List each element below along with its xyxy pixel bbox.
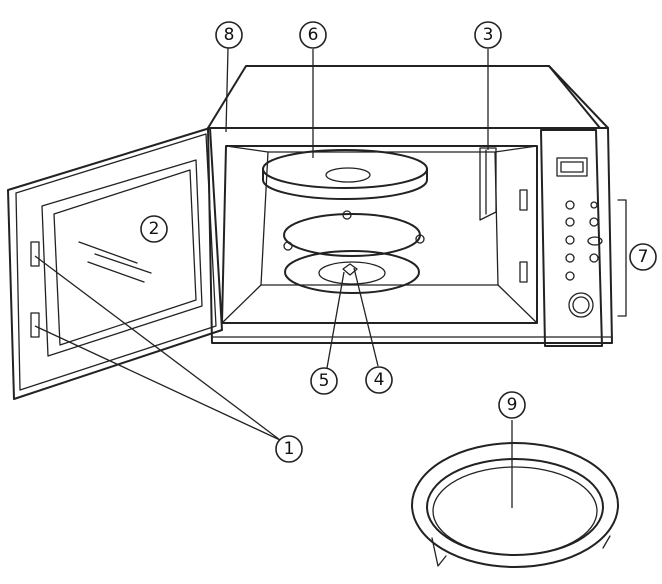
callout-5: 5 — [310, 367, 338, 395]
callout-2: 2 — [140, 215, 168, 243]
roller-track — [284, 250, 420, 294]
callout-6-label: 6 — [308, 25, 319, 45]
callout-7-label: 7 — [638, 247, 649, 267]
callout-3: 3 — [474, 21, 502, 49]
callout-6: 6 — [299, 21, 327, 49]
callout-5-label: 5 — [319, 371, 330, 391]
callout-4-label: 4 — [374, 370, 385, 390]
glass-tray — [262, 149, 428, 200]
waveguide-cover — [479, 147, 497, 221]
control-panel-bracket — [617, 199, 627, 317]
callout-9: 9 — [498, 391, 526, 419]
callout-4: 4 — [365, 366, 393, 394]
control-panel — [540, 129, 603, 347]
callout-1: 1 — [275, 435, 303, 463]
callout-7: 7 — [629, 243, 657, 271]
callout-3-label: 3 — [483, 25, 494, 45]
callout-8: 8 — [215, 21, 243, 49]
oven-door — [7, 127, 223, 400]
callout-2-label: 2 — [149, 219, 160, 239]
turntable-ring — [411, 442, 619, 568]
roller-ring — [283, 210, 425, 257]
leader-lines — [34, 47, 513, 508]
callout-9-label: 9 — [507, 395, 518, 415]
microwave-body — [207, 65, 613, 344]
oven-cavity — [221, 145, 538, 324]
callout-8-label: 8 — [224, 25, 235, 45]
callout-1-label: 1 — [284, 439, 295, 459]
